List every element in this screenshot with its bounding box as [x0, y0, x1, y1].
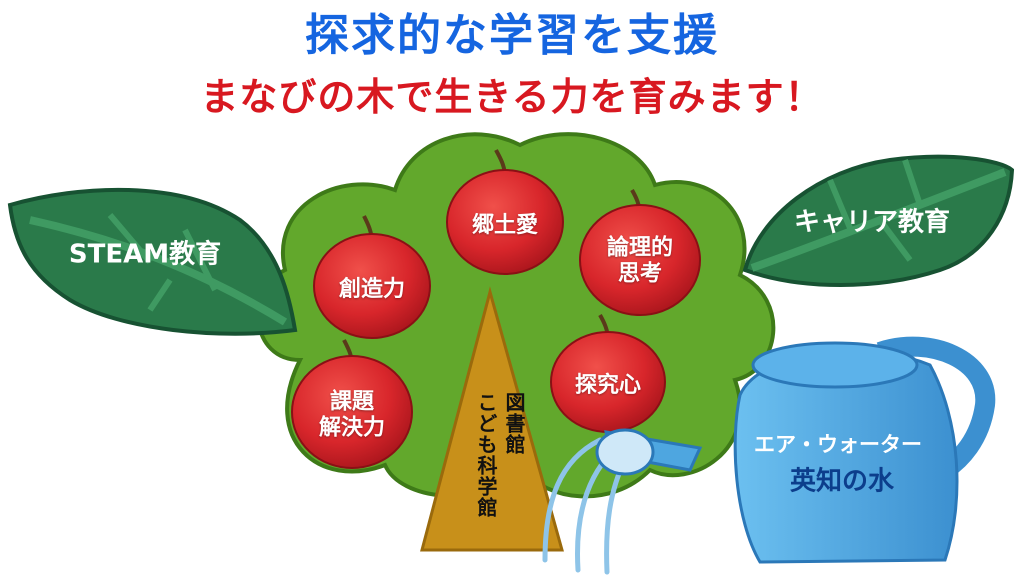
can-label-wisdom-water: 英知の水 — [789, 466, 895, 497]
right-leaf — [742, 154, 1015, 287]
apple-label-kadai-kaiketsu: 課題 解決力 — [319, 390, 385, 443]
tree-trunk — [420, 286, 564, 552]
leaf-label-career: キャリア教育 — [793, 207, 951, 238]
trunk-label-library: 図書館 — [502, 392, 526, 455]
apple-kyodo-ai — [446, 149, 564, 275]
apple-label-tankyushin: 探究心 — [574, 372, 642, 398]
apple-label-ronriteki-shiko: 論理的 思考 — [607, 236, 673, 289]
apple-ronriteki-shiko — [579, 189, 701, 316]
apple-sozo-ryoku — [313, 215, 431, 339]
left-leaf — [7, 187, 298, 336]
leaf-label-steam: STEAM教育 — [68, 239, 222, 270]
apple-label-line: 論理的 — [606, 235, 674, 261]
apple-label-line: 思考 — [617, 262, 663, 287]
subtitle-part1: まなびの木で — [200, 75, 435, 119]
apple-label-kyodo-ai: 郷土愛 — [471, 212, 539, 238]
apple-label-line: 解決力 — [318, 416, 386, 441]
trunk-label-science-museum: こども科学館 — [474, 392, 498, 518]
apple-kadai-kaiketsu — [291, 339, 413, 469]
main-title: 探求的な学習を支援 — [305, 10, 719, 61]
apple-label-sozo-ryoku: 創造力 — [338, 276, 406, 302]
subtitle-part2: 生きる力を育みます！ — [434, 75, 824, 119]
apple-label-line: 課題 — [329, 389, 375, 415]
subtitle: まなびの木で生きる力を育みます！ — [0, 74, 1024, 120]
watering-can — [595, 336, 996, 564]
can-label-company: エア・ウォーター — [754, 432, 922, 457]
